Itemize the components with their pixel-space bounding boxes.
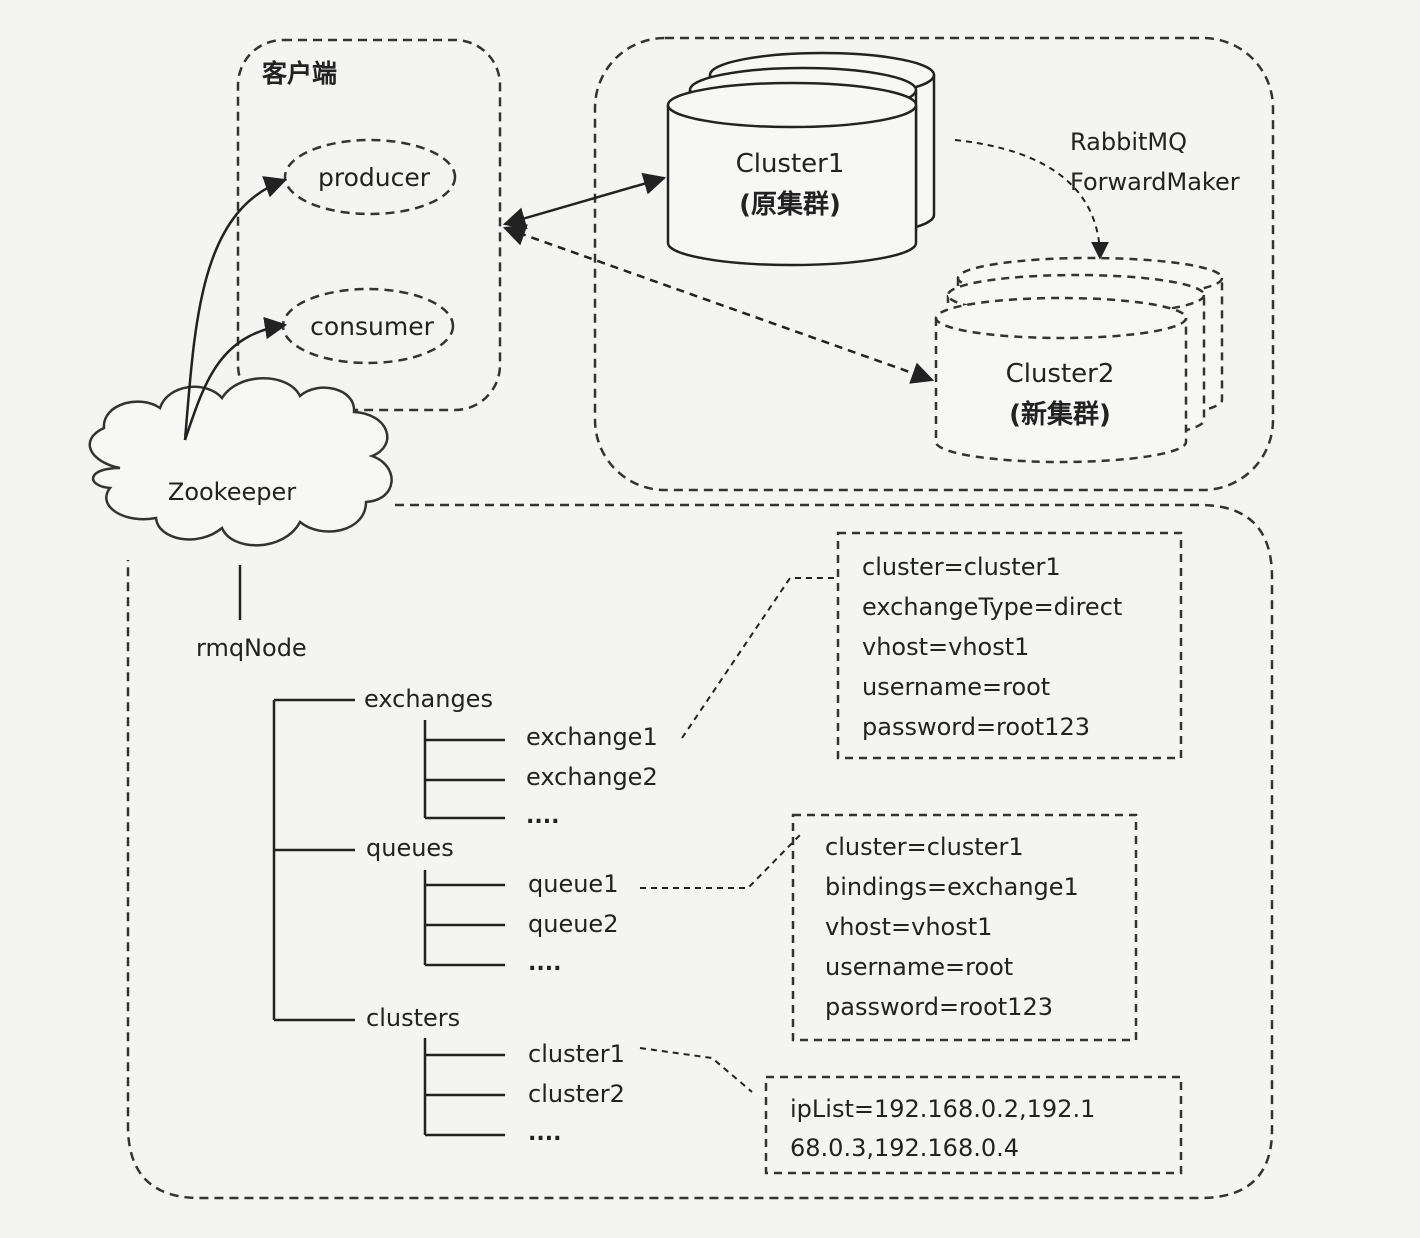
client-cluster1-arrow: [502, 172, 667, 230]
exchange-info-line-2: exchangeType=direct: [862, 593, 1122, 621]
exchange-info-line-4: username=root: [862, 673, 1050, 701]
client-group-box: [236, 38, 502, 412]
tree-exchanges-label: exchanges: [364, 685, 493, 713]
consumer-label: consumer: [310, 312, 434, 341]
cluster-info-line-1: ipList=192.168.0.2,192.1: [790, 1095, 1095, 1123]
tree-queues-more: ....: [528, 951, 561, 976]
tree-clusters-more: ....: [528, 1121, 561, 1146]
queue-info-line-3: vhost=vhost1: [825, 913, 992, 941]
producer-label: producer: [318, 163, 431, 192]
cluster-info-box: [764, 1075, 1183, 1175]
tree-exchanges-more: ....: [526, 804, 559, 829]
cluster-info-line-2: 68.0.3,192.168.0.4: [790, 1134, 1019, 1162]
queue-info-line-4: username=root: [825, 953, 1013, 981]
tree-cluster1-label: cluster1: [528, 1040, 625, 1068]
forwardmaker-label-line2: ForwardMaker: [1070, 168, 1240, 196]
cluster1-subtitle: (原集群): [739, 189, 841, 220]
tree-exchange1-label: exchange1: [526, 723, 658, 751]
client-cluster2-arrow: [502, 224, 935, 384]
tree-clusters-label: clusters: [366, 1004, 460, 1032]
client-group-title: 客户端: [262, 59, 337, 88]
tree-queue1-label: queue1: [528, 870, 618, 898]
exchange-info-line-5: password=root123: [862, 713, 1090, 741]
info-connectors: [639, 577, 838, 1093]
queue-info-box: [791, 813, 1138, 1042]
cluster2-name: Cluster2: [1006, 359, 1115, 389]
zookeeper-cloud: [88, 377, 393, 547]
rabbitmq-group-box: [593, 36, 1275, 492]
queue-info-line-2: bindings=exchange1: [825, 873, 1079, 901]
queue-info-line-5: password=root123: [825, 993, 1053, 1021]
cluster1-name: Cluster1: [736, 149, 845, 179]
zk-producer-arrow: [183, 176, 288, 441]
tree-queues-label: queues: [366, 834, 454, 862]
zookeeper-label: Zookeeper: [168, 478, 296, 506]
exchange-info-line-3: vhost=vhost1: [862, 633, 1029, 661]
forwardmaker-label-line1: RabbitMQ: [1070, 128, 1187, 156]
tree-exchange2-label: exchange2: [526, 763, 658, 791]
tree-lines: [272, 698, 505, 1137]
queue-info-line-1: cluster=cluster1: [825, 833, 1024, 861]
zookeeper-data-region: [126, 503, 1274, 1200]
cluster2-cylinder-stack: [934, 256, 1224, 464]
zk-consumer-arrow: [183, 316, 288, 441]
tree-cluster2-label: cluster2: [528, 1080, 625, 1108]
cluster2-subtitle: (新集群): [1009, 399, 1111, 430]
forward-arrow: [954, 139, 1109, 260]
tree-queue2-label: queue2: [528, 910, 618, 938]
tree-root-label: rmqNode: [196, 634, 307, 662]
exchange-info-line-1: cluster=cluster1: [862, 553, 1061, 581]
exchange-info-box: [836, 531, 1183, 760]
